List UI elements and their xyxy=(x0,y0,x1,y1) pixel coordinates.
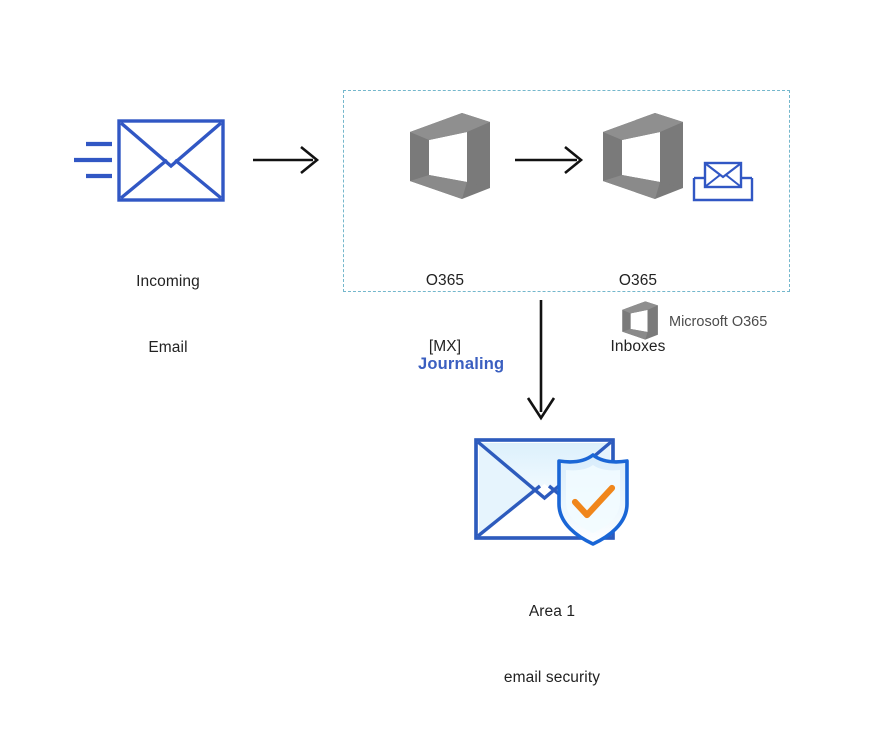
o365-mx-label-line-2: [MX] xyxy=(428,338,462,355)
arrow-inboxes-to-area1 xyxy=(525,300,561,425)
o365-mx-icon xyxy=(405,110,495,202)
incoming-email-label-line-2: Email xyxy=(148,339,188,356)
legend-office-365-cube-icon xyxy=(620,300,660,341)
office-365-cube-icon xyxy=(603,113,683,199)
envelope-icon xyxy=(117,119,225,202)
journaling-edge-label: Journaling xyxy=(418,355,505,373)
incoming-email-icon xyxy=(70,115,230,210)
office-365-cube-icon xyxy=(410,113,490,199)
o365-inboxes-label: O365 Inboxes xyxy=(573,226,703,402)
motion-lines-icon xyxy=(74,141,112,179)
arrow-mx-to-inboxes xyxy=(515,145,590,175)
incoming-email-label: Incoming Email xyxy=(88,227,248,403)
shield-check-icon xyxy=(557,453,629,546)
arrow-incoming-to-mx xyxy=(253,145,323,175)
o365-inboxes-label-line-1: O365 xyxy=(618,272,658,289)
diagram-canvas: Incoming Email xyxy=(70,90,790,686)
o365-inboxes-label-line-2: Inboxes xyxy=(610,338,666,355)
legend-label: Microsoft O365 xyxy=(669,314,768,330)
area1-label-line-1: Area 1 xyxy=(528,603,576,620)
area1-email-security-icon xyxy=(470,432,635,547)
o365-mx-label-line-1: O365 xyxy=(425,272,465,289)
inbox-tray-envelope-icon xyxy=(691,159,755,205)
o365-inboxes-icon xyxy=(598,110,688,202)
area1-label-line-2: email security xyxy=(503,669,601,686)
o365-boundary-box xyxy=(343,90,790,292)
incoming-email-label-line-1: Incoming xyxy=(136,273,200,290)
o365-mx-label: O365 [MX] xyxy=(380,226,510,402)
area1-label: Area 1 email security xyxy=(462,557,642,733)
